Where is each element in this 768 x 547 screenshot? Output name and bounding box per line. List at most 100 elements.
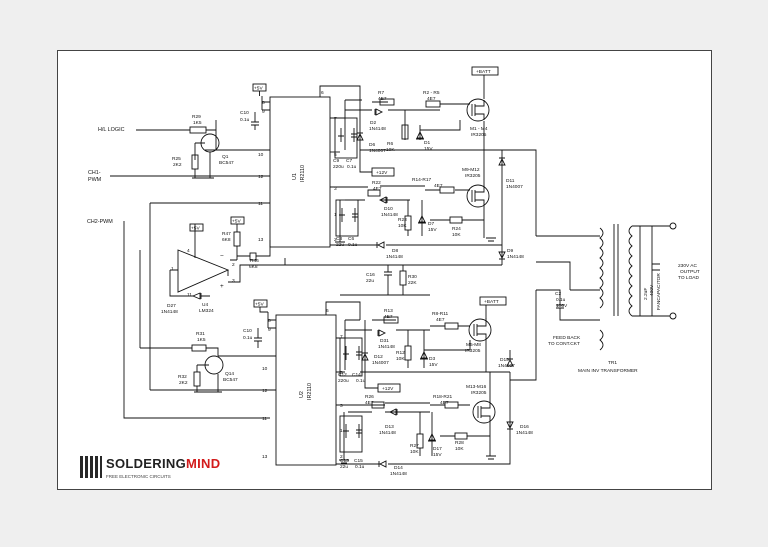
u1-part: IR2110 [300,165,306,182]
u2-label: U2 [299,391,305,398]
m9-label: M9-M12 [462,167,480,173]
r24-label: R24 [452,226,461,232]
d8-label: D8 [392,248,398,254]
r28-value: 10K [455,446,464,452]
r14-value: 4E7 [434,183,443,189]
out-label2: OUTPUT [680,269,700,275]
r2r5-value: 4E7 [427,96,436,102]
m1-value: IR3205 [471,132,487,138]
m13-value: IR3205 [471,390,487,396]
r13-value: 4E7 [384,314,393,320]
q1-value: BC547 [219,160,234,166]
u1-pin6: 6 [321,90,324,96]
u2-plus12v: +12V [382,386,394,392]
d14-value: 1N4148 [390,471,407,477]
ch1-pwm-label-a: CH1- [88,170,101,176]
r25-value: 2K2 [173,162,182,168]
m9-mosfet [466,184,490,208]
u2-plus5v: +5V [255,302,264,308]
r29-value: 1K5 [193,120,202,126]
opamp-plus: + [220,283,224,290]
m1-plus-batt: +BATT [476,69,491,75]
qr-code-icon [80,456,102,478]
r18r21-value: 4E7 [440,400,449,406]
u1-pin3: 3 [334,186,337,192]
r26-value: 4E7 [365,400,374,406]
out-label1: 230V AC [678,263,697,269]
tr1-secondary [628,225,633,317]
r26-label: R26 [365,394,374,400]
d15-label: D15 [500,357,509,363]
d12-value: 1N4007 [372,360,389,366]
c10b-value: 0.1u [243,335,253,341]
u2-pin7: 7 [340,334,343,340]
q1-label: Q1 [222,154,229,160]
c13-value: 22u [340,464,348,470]
u4-value: LM324 [199,308,214,314]
u2-pin2: 2 [340,454,343,460]
brand-tagline: FREE ELECTRONIC CIRCUITS [106,474,171,479]
r23-label: R23 [398,217,407,223]
u1-pin13: 13 [258,237,264,243]
cap-value2: 400V [649,284,655,296]
d8-value: 1N4148 [386,254,403,260]
u2-pin3: 3 [340,403,343,409]
out-label3: TO LOAD [678,275,700,281]
d6-label: D6 [369,142,375,148]
m9-value: IR3205 [465,173,481,179]
opamp-minus: − [220,253,224,260]
q14-label: Q14 [225,371,234,377]
m5-plus-batt: +BATT [484,299,499,305]
u1-pin2: 2 [334,237,337,243]
r18r21-label: R18-R21 [433,394,453,400]
d9-value: 1N4148 [507,254,524,260]
r32-value: 2K2 [179,380,188,386]
ch1-pwm-label-b: PWM [88,177,102,183]
c15-label: C15 [354,458,363,464]
r47-label: R47 [222,231,231,237]
r13-label: R13 [384,308,393,314]
c12-value: 220u [338,378,349,384]
u1-pin5: 5 [334,152,337,158]
u1-pin10: 10 [258,152,264,158]
c14-value: 0.1u [356,378,366,384]
c13-label: C13 [340,458,349,464]
d7-label: D7 [428,221,434,227]
u4-pin2: 2 [232,262,235,268]
u4-plus5v: +5V [191,226,200,232]
c10-value: 0.1u [240,117,250,123]
c14-label: C14 [352,372,361,378]
r24-value: 10K [452,232,461,238]
u2-pin11: 11 [262,416,267,422]
r30-value: 22K [408,280,417,286]
u1-plus5v: +5V [254,86,263,92]
d15-value: 1N4007 [498,363,515,369]
c6-label: C6 [348,236,354,242]
c7-value: 0.1u [347,164,357,170]
u4-pin11: 11 [187,292,192,298]
d17-value: 15V [433,452,442,458]
brand-name-part2: MIND [185,456,221,471]
m1-mosfet [466,98,490,122]
r7-label: R7 [378,90,384,96]
r23-value: 10K [398,223,407,229]
d11-label: D11 [506,178,515,184]
cap-value1: 2.2uF [643,288,649,300]
r22-label: R22 [372,180,381,186]
u4-pin4: 4 [187,248,190,254]
r46-label: R46 [250,258,259,264]
r14-label: R14-R17 [412,177,432,183]
r30-label: R30 [408,274,417,280]
m13-label: M13-M16 [466,384,487,390]
d13-label: D13 [385,424,394,430]
tr1-primary [599,227,604,309]
u1-ic [269,96,331,248]
m5-mosfet [468,318,492,342]
u1-pin8: 8 [262,100,265,106]
tr1-description: MAIN INV TRANSFORMER [578,368,638,374]
u2-ic [275,314,337,466]
c2-value2: 100V [556,303,568,309]
hl-logic-label: H/L LOGIC [98,127,125,133]
u1-pin12: 12 [258,174,264,180]
r31-label: R31 [196,331,205,337]
